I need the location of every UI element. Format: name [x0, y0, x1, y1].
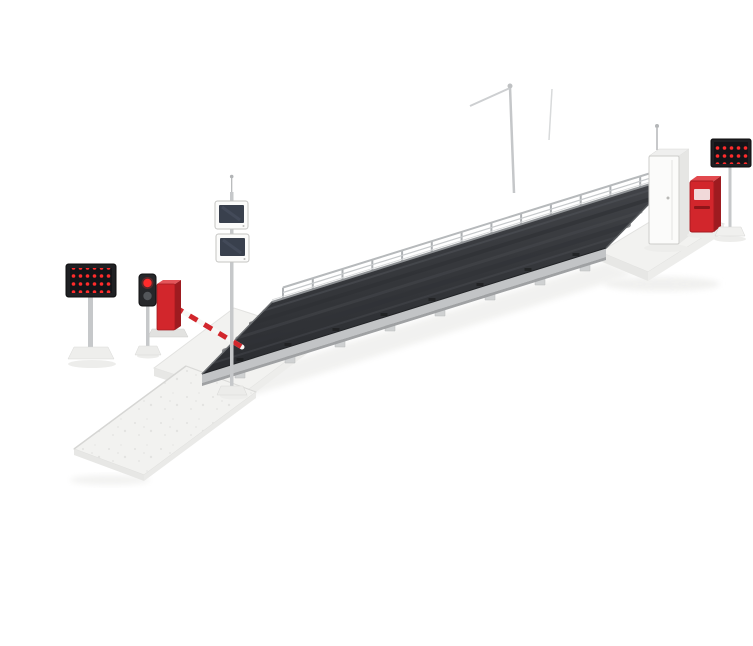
cabinet-handle	[666, 196, 670, 200]
approach-ramp	[72, 365, 258, 481]
traffic-light-base	[134, 345, 162, 356]
monitor-upper	[214, 200, 249, 230]
display-base	[67, 346, 115, 360]
deck-side-shadow-line	[202, 257, 606, 386]
mast-boom	[469, 87, 511, 107]
traffic-light-housing	[138, 273, 157, 307]
barrier-post-top	[157, 280, 181, 284]
slab-face	[648, 224, 724, 281]
cabinet-antenna-tip	[655, 124, 659, 128]
deck-texture	[211, 183, 669, 365]
display-shadow	[714, 236, 746, 242]
deck-edge-ticks	[236, 253, 580, 361]
led-display-right	[710, 138, 752, 242]
display-shadow	[68, 360, 116, 368]
terminal-shadow	[687, 232, 717, 238]
pole-antenna-tip	[229, 174, 234, 179]
monitor-power-led	[242, 225, 245, 227]
monitor-glare	[222, 238, 242, 255]
traffic-light	[134, 273, 162, 359]
traffic-light-pole	[146, 306, 150, 346]
led-dot-matrix	[70, 268, 112, 293]
ramp-face	[144, 392, 256, 481]
deck-ground-shadow	[204, 262, 634, 402]
slab-face	[600, 252, 648, 281]
monitor-glare	[221, 205, 241, 222]
mast-pole	[508, 86, 516, 194]
ramp-shadow	[70, 475, 150, 485]
deck-left-rim	[201, 301, 273, 375]
cabinet-front	[648, 155, 680, 245]
ramp-left-edge	[73, 365, 187, 450]
barrier-post-side	[175, 280, 181, 330]
terminal-kiosk	[687, 176, 721, 238]
mast-cable	[548, 88, 553, 141]
red-lamp	[143, 278, 152, 288]
display-pole	[728, 167, 732, 227]
monitor-lower	[215, 233, 250, 263]
guardrail-mid-rail	[282, 171, 671, 294]
guardrail-top-rail	[282, 166, 671, 289]
terminal-screen	[694, 189, 710, 200]
control-cabinet	[644, 124, 690, 252]
ramp-texture	[74, 366, 256, 475]
barrier-post	[156, 283, 176, 331]
right-slab-shadow	[604, 277, 720, 291]
camera-monitor-pole	[214, 174, 250, 400]
terminal-slot	[694, 206, 710, 209]
mast-head	[507, 83, 513, 89]
ground-shadows	[70, 262, 720, 485]
monitor-power-led	[243, 258, 246, 260]
pole	[230, 192, 234, 388]
deck-upper-rim-highlight	[271, 173, 677, 301]
cabinet-side	[679, 149, 689, 244]
terminal-top	[690, 176, 721, 181]
light-mast	[469, 83, 553, 194]
terminal-side	[714, 176, 721, 232]
led-display-left	[65, 263, 117, 368]
display-pole	[88, 297, 93, 347]
barrier-arm-stripes	[173, 304, 244, 350]
ramp-face	[74, 449, 144, 481]
cabinet-shadow	[644, 244, 688, 252]
pole-base	[216, 385, 248, 396]
off-lamp	[143, 291, 152, 301]
deck-upper-rim	[271, 175, 677, 303]
display-base	[714, 226, 746, 237]
deck-side-face	[202, 248, 606, 383]
led-dot-matrix	[714, 142, 748, 164]
